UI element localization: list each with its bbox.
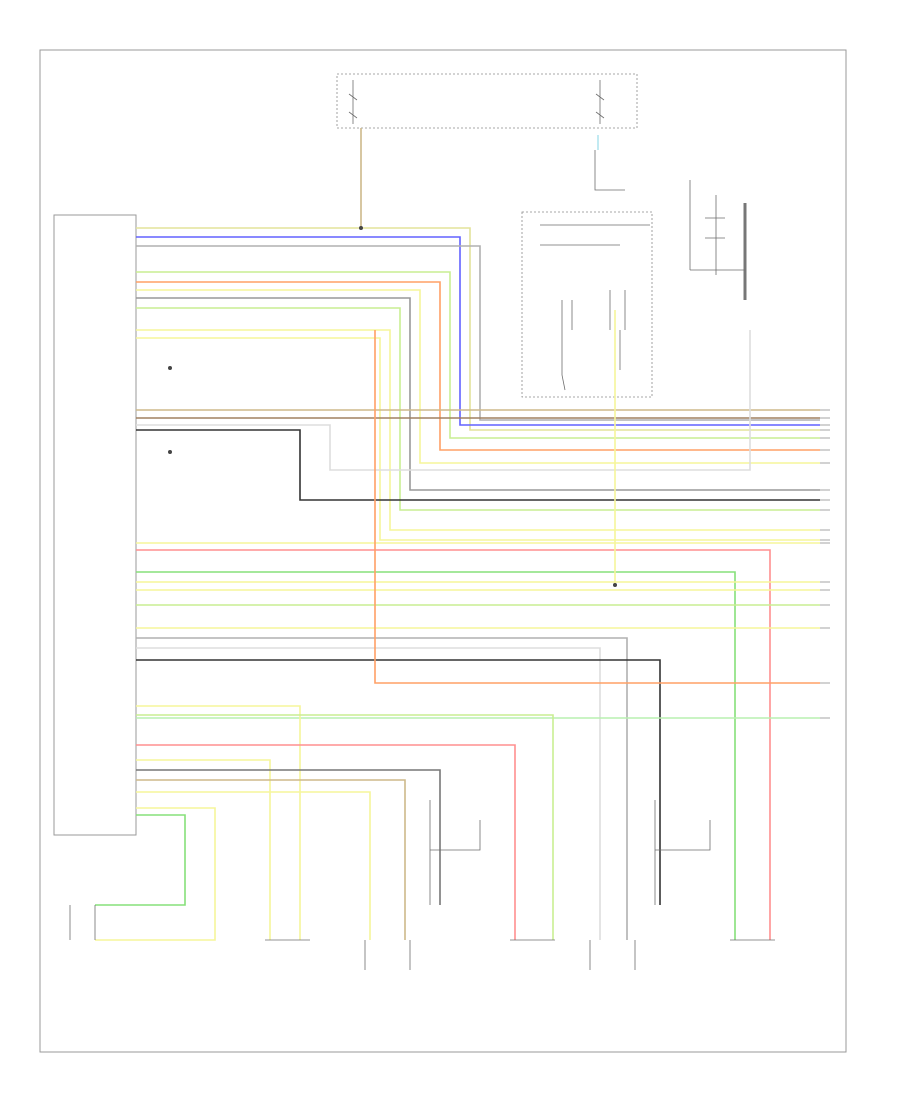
wire-2	[136, 236, 820, 426]
wire-5	[136, 281, 820, 451]
component-c1	[69, 905, 96, 940]
wire-28	[136, 705, 301, 940]
wire-10	[136, 337, 820, 541]
wire-13	[136, 330, 751, 471]
power-distribution-box	[689, 180, 747, 300]
wire-9	[136, 329, 820, 531]
wire-29	[136, 714, 554, 940]
wire-14	[136, 429, 820, 501]
wire-32	[136, 769, 441, 905]
wire-36	[95, 814, 186, 906]
relay-area	[521, 135, 653, 398]
fuse-box	[336, 73, 638, 129]
wire-17	[136, 571, 736, 940]
splices	[168, 226, 617, 587]
component-c5	[589, 800, 711, 970]
wire-24	[136, 659, 661, 905]
wire-3	[136, 245, 820, 421]
wire-4	[136, 271, 820, 439]
wire-7	[136, 297, 820, 491]
wire-33	[136, 779, 406, 940]
wire-34	[136, 791, 371, 940]
main-control-module	[53, 214, 137, 836]
wire-8	[136, 307, 820, 511]
right-terminals	[820, 409, 830, 719]
wire-16	[136, 549, 771, 940]
wire-6	[136, 289, 820, 464]
wire-35	[95, 807, 216, 941]
wire-30	[136, 744, 516, 940]
wire-25	[374, 330, 820, 684]
wire-22	[136, 637, 628, 940]
diagram-frame	[39, 49, 847, 1053]
wire-23	[136, 647, 601, 940]
wire-31	[136, 759, 271, 940]
component-c3	[364, 800, 481, 970]
wire-1	[136, 227, 820, 431]
